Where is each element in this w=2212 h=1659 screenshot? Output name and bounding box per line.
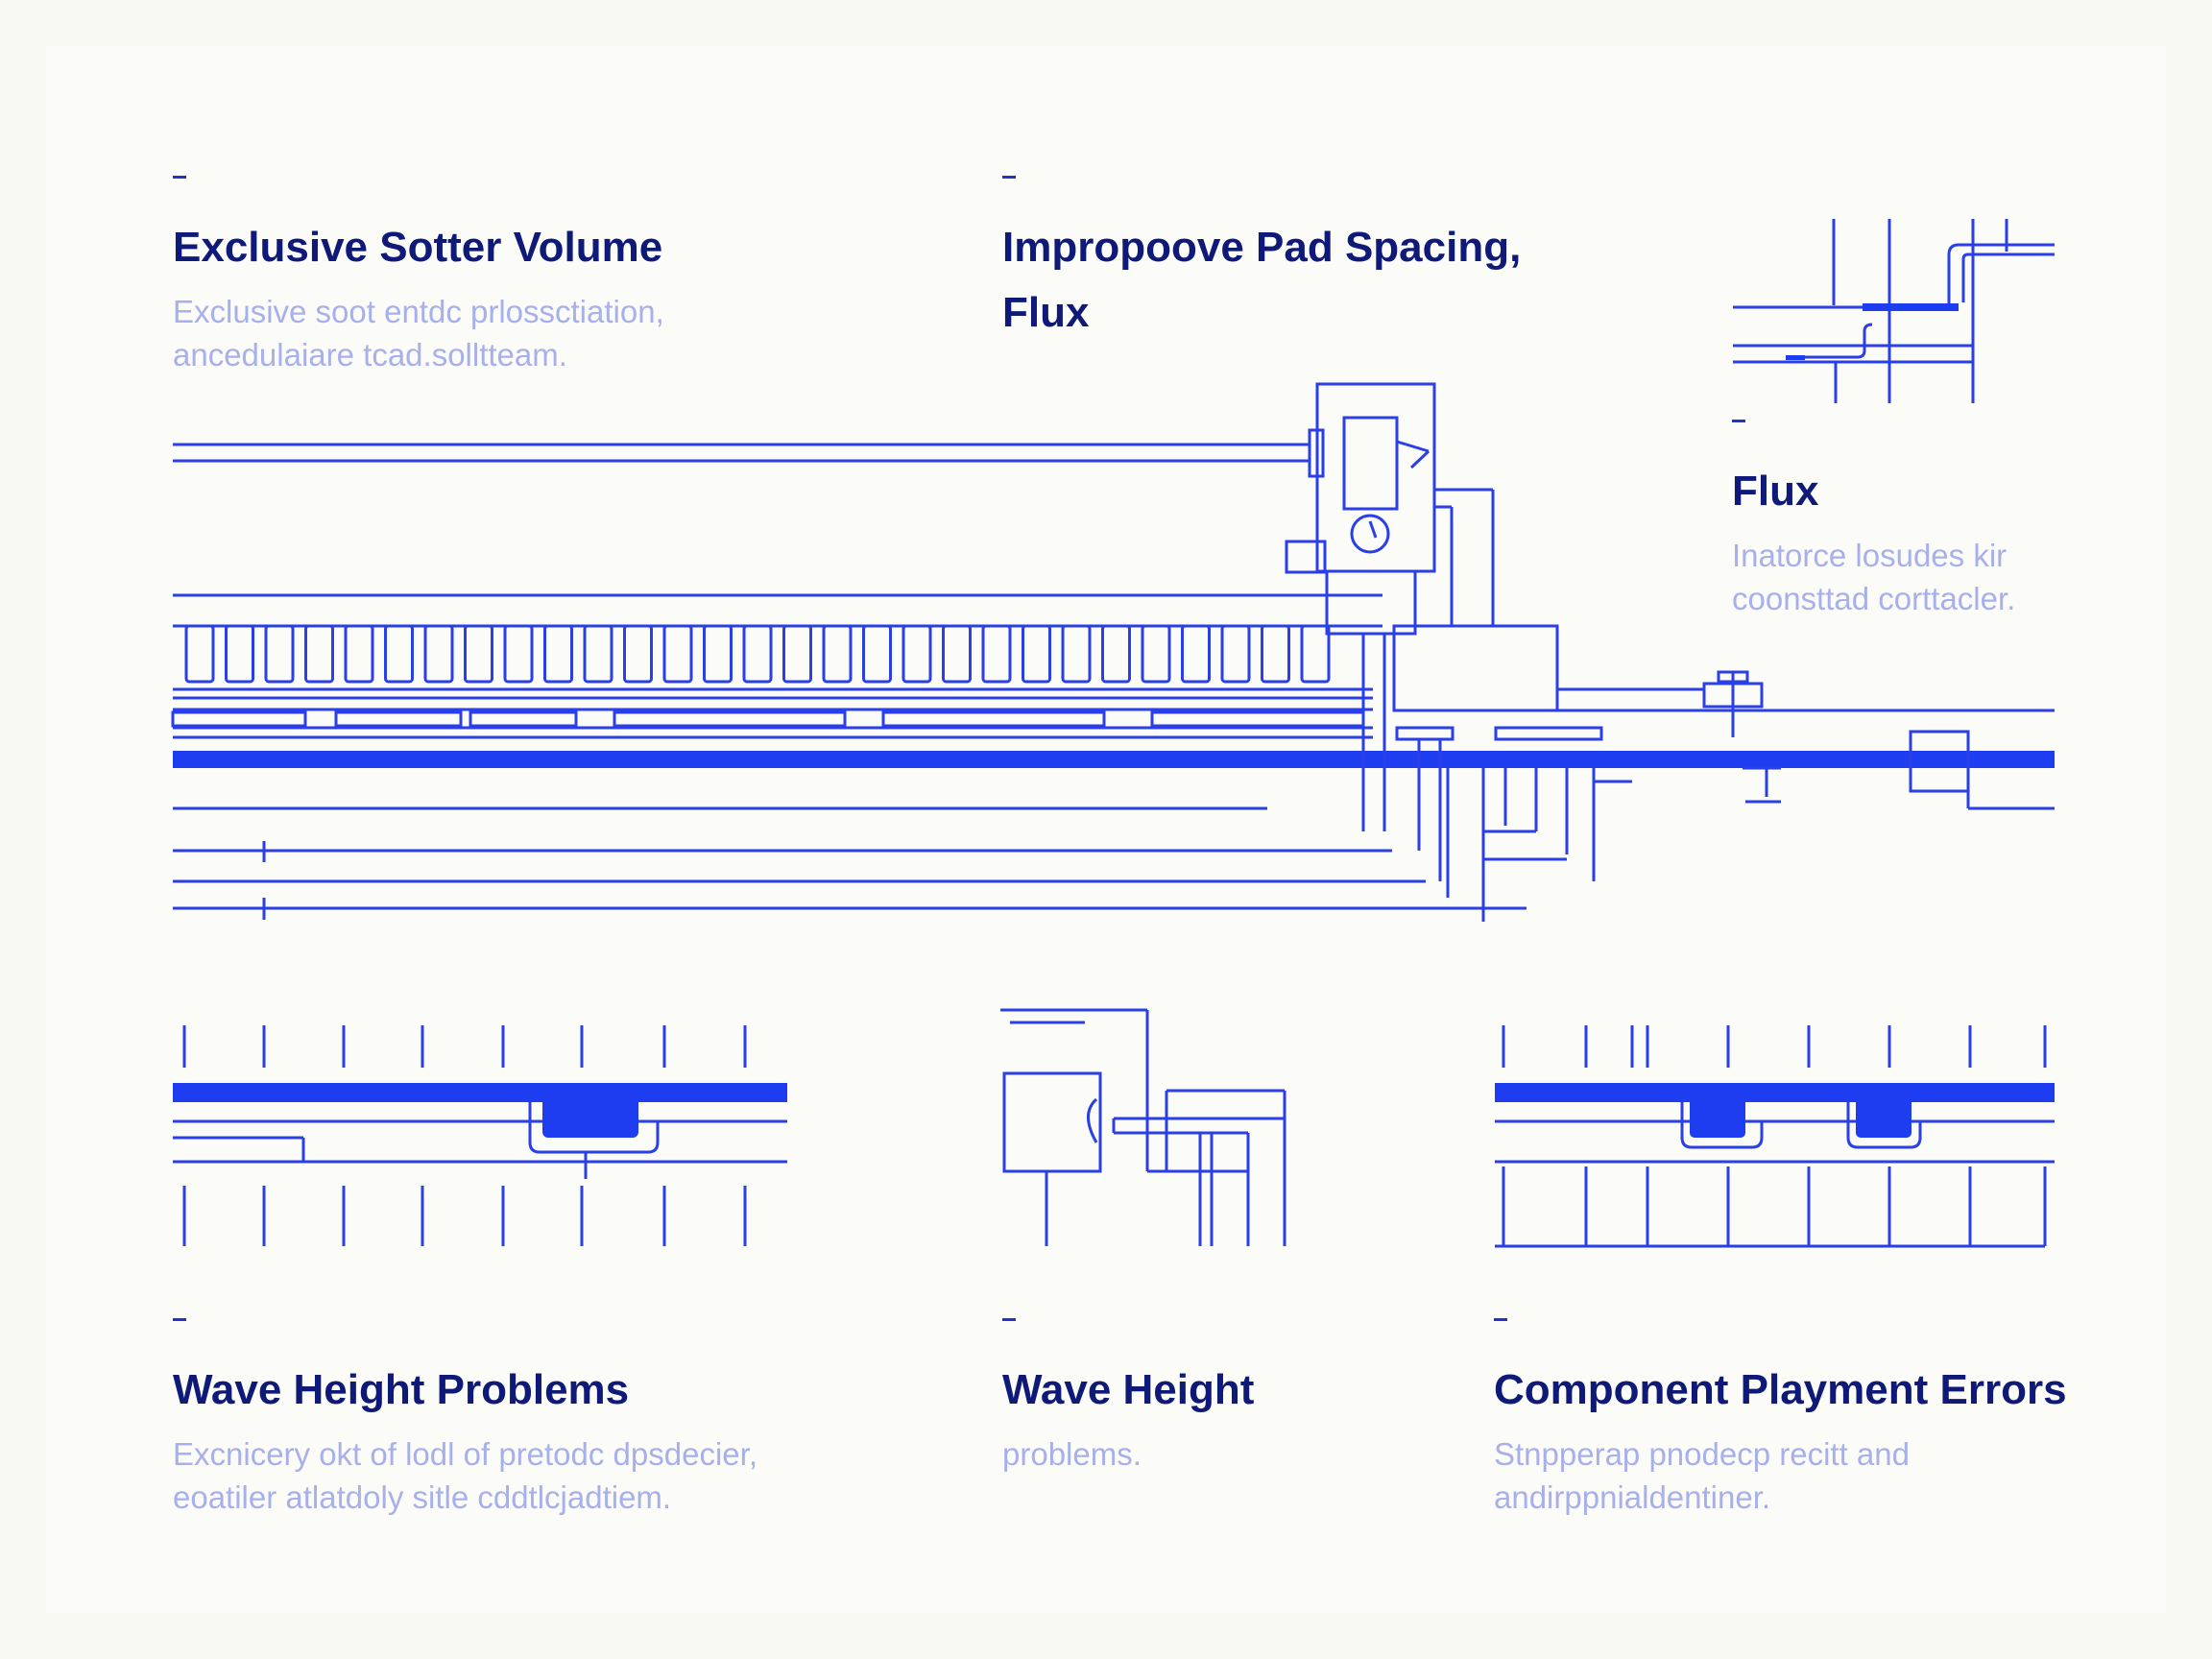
solder-volume-description: Exclusive soot entdc prlossctiation, anc… bbox=[173, 294, 664, 373]
pad-spacing-title-line-1: Impropoove Pad Spacing, bbox=[1002, 224, 1522, 271]
pipe-network bbox=[1395, 670, 2055, 922]
solder-volume-title: Exclusive Sotter Volume bbox=[173, 224, 663, 271]
flux-detail-diagram bbox=[1733, 219, 2055, 403]
wave-solder-machine-diagram bbox=[171, 382, 2055, 922]
component-placement-diagram bbox=[1495, 1025, 2055, 1248]
wave-height-card: Wave Height problems. bbox=[1002, 1318, 1254, 1476]
wave-height-problems-diagram bbox=[173, 1025, 787, 1246]
pad-spacing-title-line-2: Flux bbox=[1002, 289, 1090, 336]
section-marker bbox=[1002, 1318, 1016, 1321]
placement-errors-card: Component Playment Errors Stnpperap pnod… bbox=[1494, 1318, 2067, 1519]
solder-wave-bar bbox=[173, 751, 2055, 768]
wave-height-description: problems. bbox=[1002, 1436, 1142, 1472]
section-marker bbox=[1494, 1318, 1507, 1321]
placement-errors-title: Component Playment Errors bbox=[1494, 1366, 2067, 1413]
flux-card: Flux Inatorce losudes kir coonsttad cort… bbox=[1732, 420, 2015, 620]
section-marker bbox=[173, 1318, 186, 1321]
solder-volume-card: Exclusive Sotter Volume Exclusive soot e… bbox=[173, 176, 664, 376]
flux-description: Inatorce losudes kir coonsttad corttacle… bbox=[1732, 538, 2016, 616]
placement-errors-description: Stnpperap pnodecp recitt and andirppnial… bbox=[1494, 1436, 1910, 1515]
wave-height-problems-title: Wave Height Problems bbox=[173, 1366, 630, 1413]
flux-title: Flux bbox=[1732, 468, 1819, 515]
section-marker bbox=[1732, 420, 1745, 422]
wave-height-title: Wave Height bbox=[1002, 1366, 1255, 1413]
pin-comb-row bbox=[184, 624, 1331, 684]
wave-height-problems-card: Wave Height Problems Excnicery okt of lo… bbox=[173, 1318, 757, 1519]
wave-height-diagram bbox=[1000, 1008, 1286, 1246]
flux-head-assembly bbox=[1285, 382, 1559, 831]
board-segment-row bbox=[171, 710, 1365, 728]
pad-spacing-card: Impropoove Pad Spacing, Flux bbox=[1002, 176, 1521, 346]
wave-height-problems-description: Excnicery okt of lodl of pretodc dpsdeci… bbox=[173, 1436, 757, 1515]
section-marker bbox=[173, 176, 186, 179]
section-marker bbox=[1002, 176, 1016, 179]
